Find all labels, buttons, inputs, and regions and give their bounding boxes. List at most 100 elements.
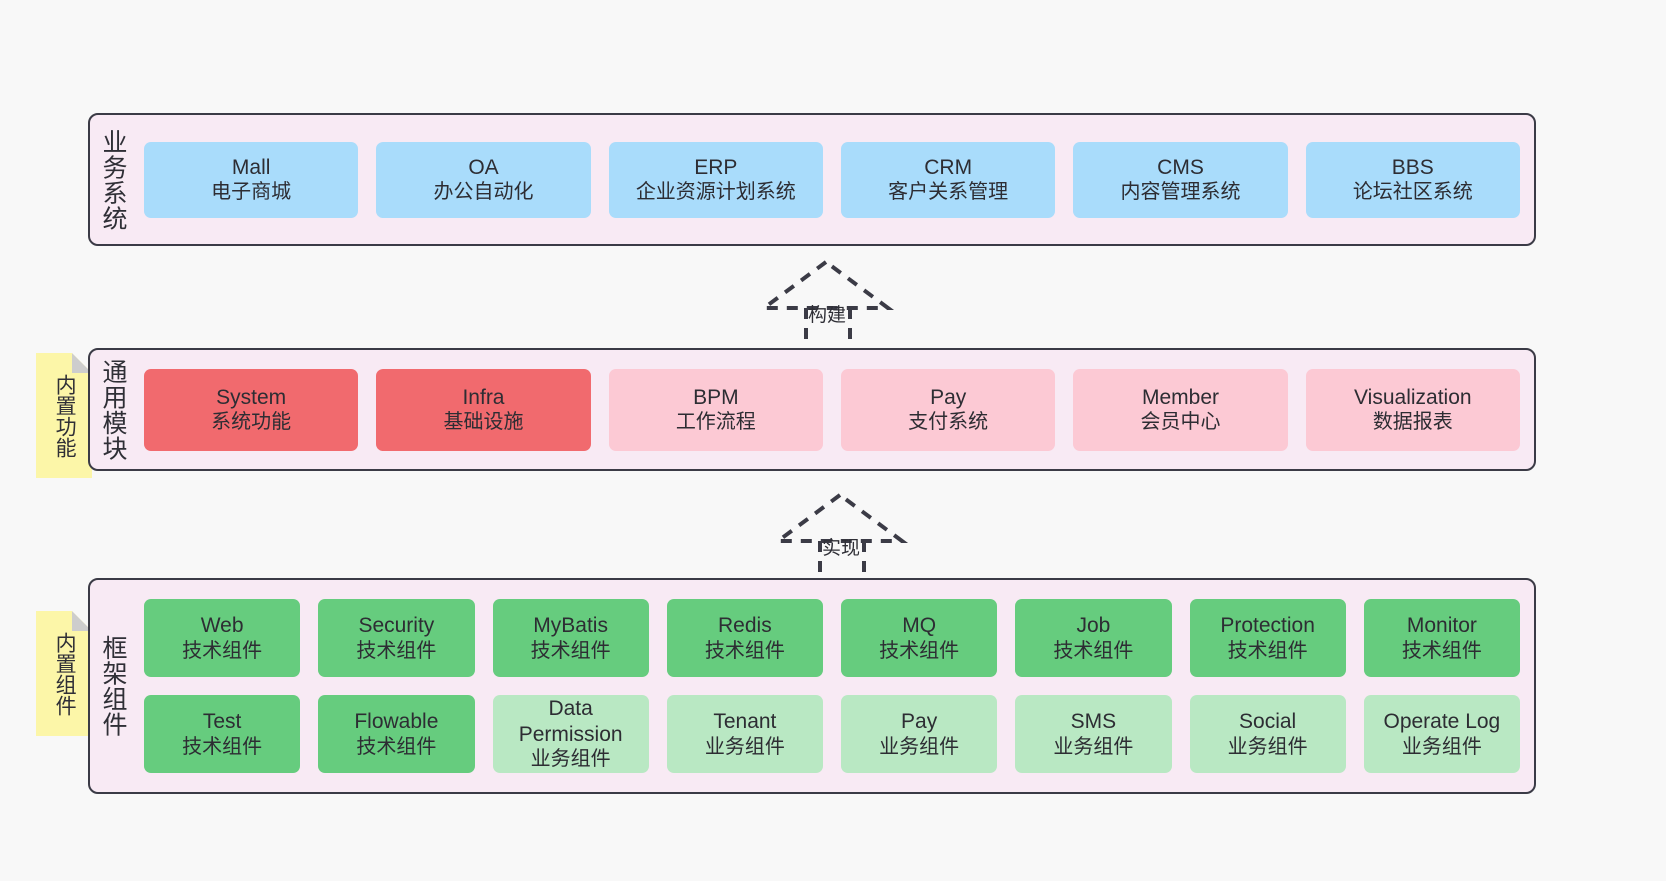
card-crm-cn: 客户关系管理 bbox=[888, 181, 1009, 204]
card-mall-cn: 电子商城 bbox=[211, 181, 292, 204]
card-system-cn: 系统功能 bbox=[211, 411, 292, 434]
layer-common-module-title: 通用模块 bbox=[99, 358, 127, 461]
card-tenant-cn: 业务组件 bbox=[704, 735, 785, 758]
card-flowable[interactable]: Flowable 技术组件 bbox=[318, 695, 475, 773]
card-bbs-cn: 论坛社区系统 bbox=[1352, 181, 1473, 204]
card-operate-log[interactable]: Operate Log 业务组件 bbox=[1363, 695, 1520, 773]
card-mq-cn: 技术组件 bbox=[879, 639, 960, 662]
card-job-cn: 技术组件 bbox=[1053, 639, 1134, 662]
card-tenant[interactable]: Tenant 业务组件 bbox=[666, 695, 823, 773]
card-visualization[interactable]: Visualization 数据报表 bbox=[1305, 368, 1520, 451]
card-job-en: Job bbox=[1076, 614, 1111, 637]
card-system[interactable]: System 系统功能 bbox=[144, 368, 359, 451]
card-security-cn: 技术组件 bbox=[356, 639, 437, 662]
card-member[interactable]: Member 会员中心 bbox=[1073, 368, 1288, 451]
card-social-cn: 业务组件 bbox=[1227, 735, 1308, 758]
card-flowable-cn: 技术组件 bbox=[356, 735, 437, 758]
card-monitor[interactable]: Monitor 技术组件 bbox=[1363, 599, 1520, 677]
card-test-en: Test bbox=[202, 710, 242, 733]
card-oa-en: OA bbox=[468, 155, 499, 179]
card-bpm-en: BPM bbox=[693, 385, 739, 409]
card-mall[interactable]: Mall 电子商城 bbox=[144, 141, 359, 218]
card-pay-module[interactable]: Pay 支付系统 bbox=[840, 368, 1056, 451]
card-infra-cn: 基础设施 bbox=[443, 411, 524, 434]
card-infra-en: Infra bbox=[462, 385, 505, 409]
card-member-en: Member bbox=[1141, 385, 1219, 409]
card-security-en: Security bbox=[358, 614, 435, 637]
arrow-implement: 实现 bbox=[770, 489, 920, 577]
card-test-cn: 技术组件 bbox=[182, 735, 263, 758]
card-monitor-en: Monitor bbox=[1406, 614, 1477, 637]
card-operate-log-cn: 业务组件 bbox=[1401, 735, 1482, 758]
card-cms-en: CMS bbox=[1157, 155, 1204, 179]
layer-common-module-body: System 系统功能 Infra 基础设施 BPM 工作流程 Pay 支付系统… bbox=[136, 350, 1534, 469]
layer-business-system-body: Mall 电子商城 OA 办公自动化 ERP 企业资源计划系统 CRM 客户关系… bbox=[136, 115, 1534, 244]
card-social-en: Social bbox=[1239, 710, 1297, 733]
card-job[interactable]: Job 技术组件 bbox=[1015, 599, 1172, 677]
layer-framework-component: 框架组件 Web 技术组件 Security 技术组件 MyBatis 技术组件… bbox=[88, 578, 1536, 794]
card-erp-en: ERP bbox=[694, 155, 738, 179]
arrow-build: 构建 bbox=[756, 256, 906, 348]
card-tenant-en: Tenant bbox=[713, 710, 777, 733]
card-pay-component-cn: 业务组件 bbox=[879, 735, 960, 758]
card-web[interactable]: Web 技术组件 bbox=[144, 599, 301, 677]
card-security[interactable]: Security 技术组件 bbox=[318, 599, 475, 677]
card-web-en: Web bbox=[200, 614, 244, 637]
card-bbs-en: BBS bbox=[1391, 155, 1434, 179]
layer-framework-component-title: 框架组件 bbox=[99, 635, 127, 737]
card-web-cn: 技术组件 bbox=[182, 639, 263, 662]
arrow-implement-label: 实现 bbox=[822, 538, 861, 559]
layer-business-system-title: 业务系统 bbox=[99, 128, 127, 231]
card-operate-log-en: Operate Log bbox=[1383, 710, 1501, 733]
card-social[interactable]: Social 业务组件 bbox=[1189, 695, 1346, 773]
card-bpm-cn: 工作流程 bbox=[675, 411, 756, 434]
card-cms[interactable]: CMS 内容管理系统 bbox=[1073, 141, 1288, 218]
layer-business-system: 业务系统 Mall 电子商城 OA 办公自动化 ERP 企业资源计划系统 CRM bbox=[88, 113, 1536, 246]
card-pay-component[interactable]: Pay 业务组件 bbox=[841, 695, 998, 773]
card-redis-en: Redis bbox=[718, 614, 772, 637]
card-mq[interactable]: MQ 技术组件 bbox=[841, 599, 998, 677]
card-cms-cn: 内容管理系统 bbox=[1120, 181, 1241, 204]
card-oa-cn: 办公自动化 bbox=[433, 181, 534, 204]
card-crm-en: CRM bbox=[924, 155, 973, 179]
card-redis[interactable]: Redis 技术组件 bbox=[666, 599, 823, 677]
card-erp[interactable]: ERP 企业资源计划系统 bbox=[608, 141, 823, 218]
card-bpm[interactable]: BPM 工作流程 bbox=[608, 368, 823, 451]
card-oa[interactable]: OA 办公自动化 bbox=[376, 141, 591, 218]
card-mall-en: Mall bbox=[231, 155, 271, 179]
card-crm[interactable]: CRM 客户关系管理 bbox=[840, 141, 1056, 218]
card-mq-en: MQ bbox=[902, 614, 937, 637]
card-data-permission-cn: 业务组件 bbox=[530, 748, 611, 771]
framework-component-row-1: Web 技术组件 Security 技术组件 MyBatis 技术组件 Redi… bbox=[144, 599, 1520, 677]
card-erp-cn: 企业资源计划系统 bbox=[635, 181, 796, 204]
card-bbs[interactable]: BBS 论坛社区系统 bbox=[1305, 141, 1520, 218]
framework-component-row-2: Test 技术组件 Flowable 技术组件 Data Permission … bbox=[144, 695, 1520, 773]
card-data-permission[interactable]: Data Permission 业务组件 bbox=[492, 695, 649, 773]
card-redis-cn: 技术组件 bbox=[704, 639, 785, 662]
card-test[interactable]: Test 技术组件 bbox=[144, 695, 301, 773]
card-system-en: System bbox=[216, 385, 287, 409]
card-mybatis[interactable]: MyBatis 技术组件 bbox=[492, 599, 649, 677]
card-protection-cn: 技术组件 bbox=[1227, 639, 1308, 662]
card-protection[interactable]: Protection 技术组件 bbox=[1189, 599, 1346, 677]
card-monitor-cn: 技术组件 bbox=[1401, 639, 1482, 662]
business-system-card-row: Mall 电子商城 OA 办公自动化 ERP 企业资源计划系统 CRM 客户关系… bbox=[144, 141, 1520, 218]
note-builtin-component: 内置组件 bbox=[36, 611, 92, 736]
common-module-card-row: System 系统功能 Infra 基础设施 BPM 工作流程 Pay 支付系统… bbox=[144, 368, 1520, 451]
card-pay-module-en: Pay bbox=[930, 385, 967, 409]
layer-common-module: 通用模块 System 系统功能 Infra 基础设施 BPM 工作流程 Pay bbox=[88, 348, 1536, 471]
card-visualization-en: Visualization bbox=[1354, 385, 1472, 409]
card-sms-en: SMS bbox=[1070, 710, 1117, 733]
card-pay-component-en: Pay bbox=[901, 710, 938, 733]
card-mybatis-en: MyBatis bbox=[533, 614, 608, 637]
card-mybatis-cn: 技术组件 bbox=[530, 639, 611, 662]
card-infra[interactable]: Infra 基础设施 bbox=[376, 368, 591, 451]
card-sms-cn: 业务组件 bbox=[1053, 735, 1134, 758]
card-sms[interactable]: SMS 业务组件 bbox=[1015, 695, 1172, 773]
note-builtin-function: 内置功能 bbox=[36, 353, 92, 478]
card-visualization-cn: 数据报表 bbox=[1372, 411, 1453, 434]
card-member-cn: 会员中心 bbox=[1140, 411, 1221, 434]
card-protection-en: Protection bbox=[1220, 614, 1315, 637]
arrow-build-label: 构建 bbox=[808, 305, 847, 326]
card-flowable-en: Flowable bbox=[354, 710, 439, 733]
